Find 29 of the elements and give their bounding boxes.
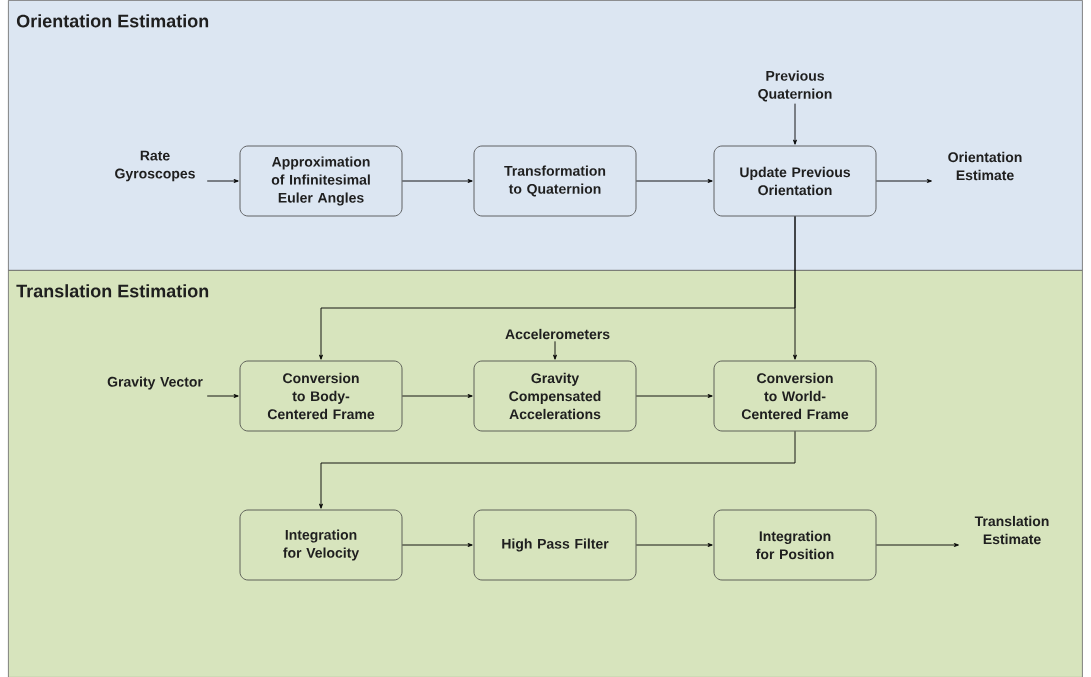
process-box: Transformation to Quaternion	[473, 145, 637, 217]
arrow	[553, 340, 557, 360]
process-box: Conversion to Body-Centered Frame	[239, 360, 403, 432]
arrow	[635, 543, 713, 547]
process-box: High Pass Filter	[473, 509, 637, 581]
process-box: Gravity Compensated Accelerations	[473, 360, 637, 432]
arrow	[793, 215, 797, 360]
arrow	[875, 179, 932, 183]
arrow	[875, 543, 959, 547]
input-label: Accelerometers	[505, 328, 610, 340]
arrow	[635, 179, 713, 183]
arrow	[793, 103, 797, 145]
input-label: Rate Gyroscopes	[115, 150, 195, 182]
input-label: Orientation Estimate	[948, 151, 1022, 181]
process-box: Conversion to World-Centered Frame	[713, 360, 877, 432]
arrow	[401, 179, 473, 183]
input-label: Gravity Vector	[107, 376, 203, 390]
process-box: Approximation of Infinitesimal Euler Angles	[239, 145, 403, 217]
process-box: Integration for Velocity	[239, 509, 403, 581]
arrow	[206, 394, 239, 398]
arrow	[206, 179, 239, 183]
input-label: Translation Estimate	[974, 515, 1049, 545]
input-label: Previous Quaternion	[758, 70, 832, 102]
arrow	[319, 430, 796, 509]
arrow	[401, 543, 473, 547]
arrow	[401, 394, 473, 398]
process-box: Update Previous Orientation	[713, 145, 877, 217]
arrow	[635, 394, 713, 398]
process-box: Integration for Position	[713, 509, 877, 581]
